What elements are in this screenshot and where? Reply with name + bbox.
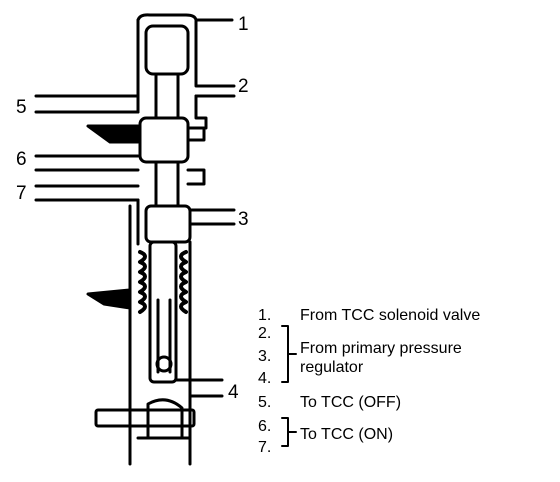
- drain-wedge-upper: [86, 124, 140, 144]
- drain-wedge-lower: [86, 288, 132, 310]
- retainer-plug: [146, 398, 184, 440]
- legend-text-7: To TCC (ON): [300, 426, 394, 443]
- legend-number-4: 4.: [258, 370, 272, 387]
- callout-3: 3: [238, 209, 249, 230]
- bore-right-step-1: [194, 94, 208, 130]
- legend-text-5: To TCC (OFF): [300, 394, 402, 411]
- bore-upper-left-wall: [34, 18, 140, 98]
- legend-text-3: From primary pressure regulator: [300, 340, 462, 376]
- bracket-2-4: [281, 325, 297, 383]
- callout-5: 5: [16, 97, 27, 118]
- spool-middle-land: [138, 116, 190, 164]
- callout-7: 7: [16, 183, 27, 204]
- spring-plunger: [148, 240, 178, 384]
- bore-right-step-2: [186, 126, 206, 142]
- retainer-plate: [94, 408, 196, 428]
- port-1-cap: [136, 13, 198, 22]
- callout-6: 6: [16, 149, 27, 170]
- spool-top-land: [144, 24, 190, 76]
- bore-right-step-3: [186, 168, 206, 186]
- legend-number-2: 2.: [258, 325, 272, 342]
- legend-number-7: 7.: [258, 439, 272, 456]
- legend-number-3: 3.: [258, 348, 272, 365]
- legend-text-1: From TCC solenoid valve: [300, 307, 481, 324]
- spring-left-coils: [138, 250, 147, 314]
- legend-number-5: 5.: [258, 394, 272, 411]
- callout-2: 2: [238, 76, 249, 97]
- spool-lower-land: [144, 204, 192, 244]
- check-ball: [155, 355, 173, 373]
- legend-number-1: 1.: [258, 307, 272, 324]
- legend-number-6: 6.: [258, 418, 272, 435]
- callout-1: 1: [238, 14, 249, 35]
- spring-right-coils: [179, 250, 188, 314]
- callout-4: 4: [228, 382, 239, 403]
- bracket-6-7: [281, 417, 297, 447]
- bore-upper-right-wall: [194, 18, 236, 88]
